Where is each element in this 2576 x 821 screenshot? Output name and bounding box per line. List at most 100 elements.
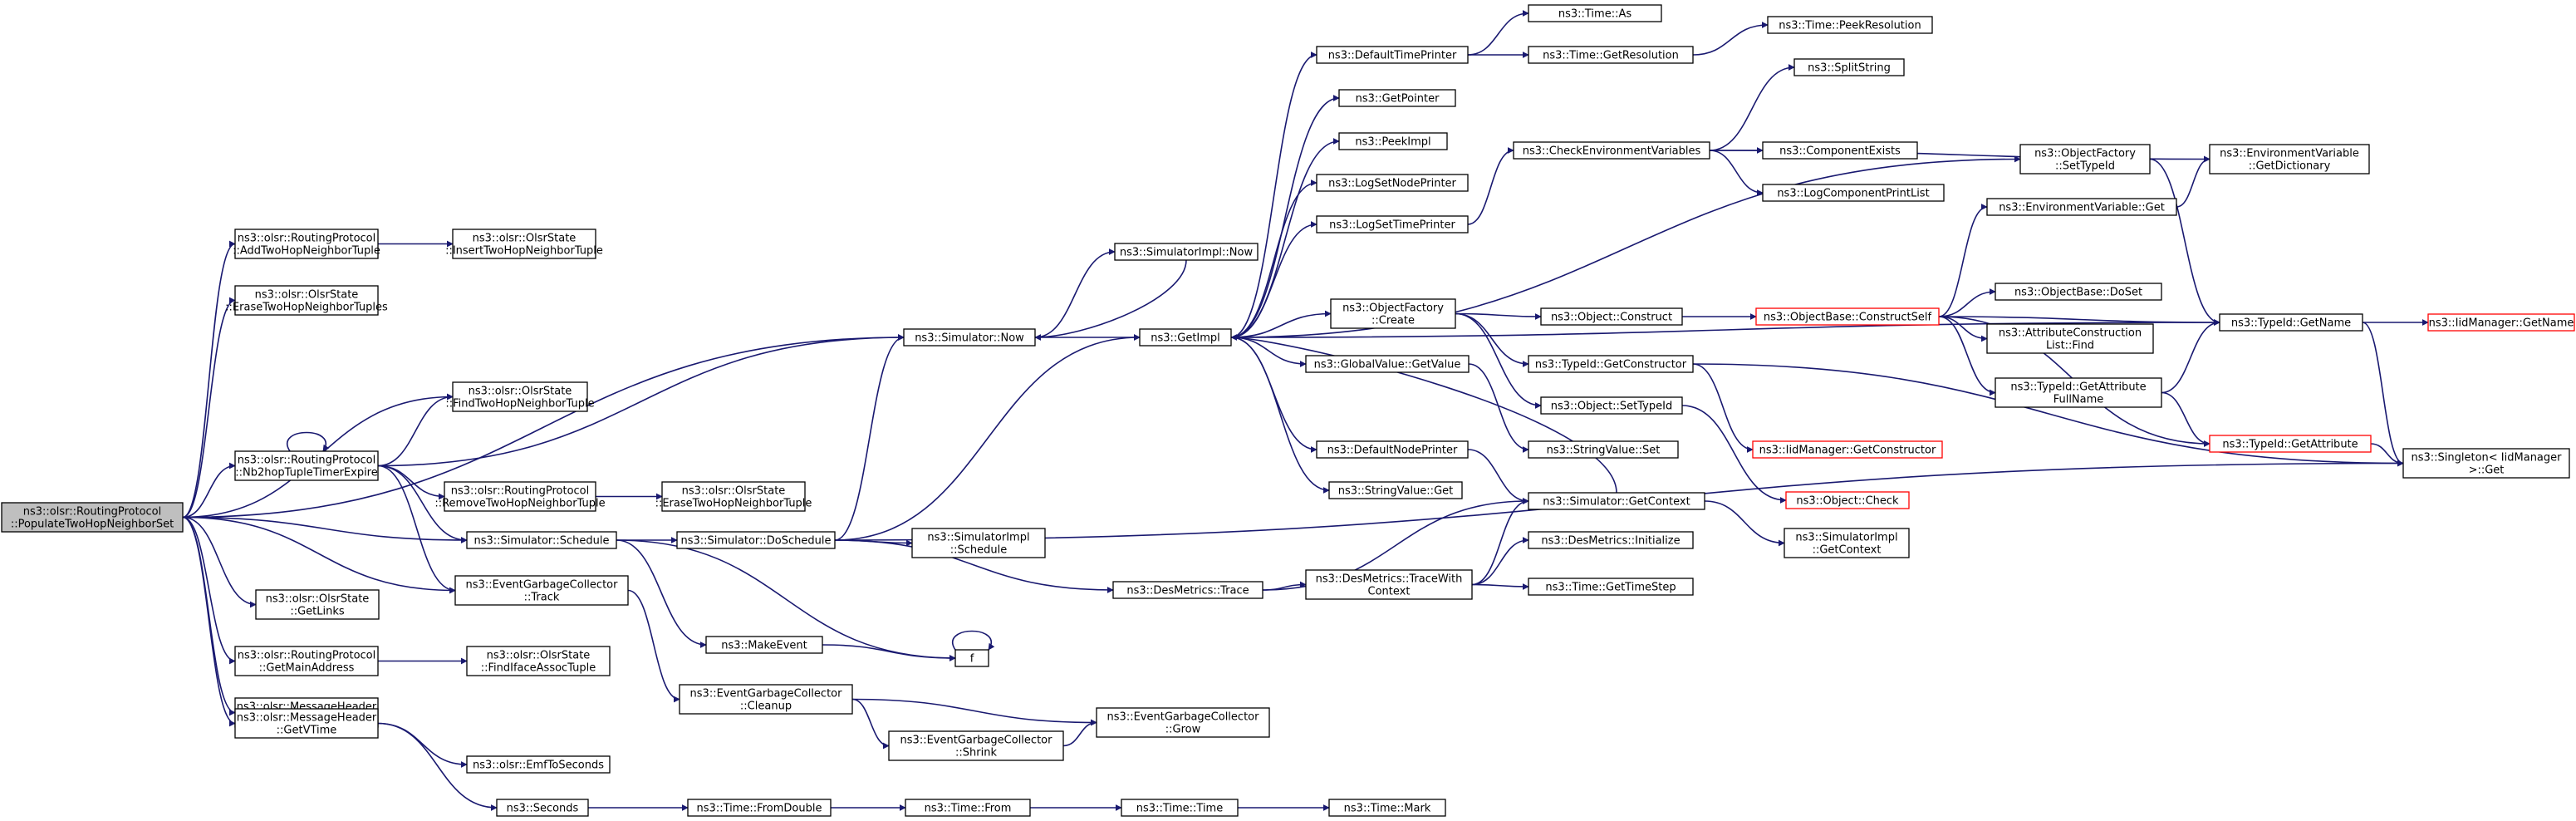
function-node[interactable]: ns3::SimulatorImpl::GetContext (1784, 528, 1910, 558)
function-node[interactable]: ns3::Object::Construct (1540, 307, 1683, 326)
function-node[interactable]: ns3::DesMetrics::Trace (1112, 581, 1263, 599)
function-node[interactable]: ns3::PeekImpl (1338, 132, 1448, 150)
function-node[interactable]: ns3::EventGarbageCollector::Track (454, 575, 629, 606)
node-label: ns3::LogSetTimePrinter (1329, 219, 1455, 232)
function-node[interactable]: ns3::olsr::OlsrState::GetLinks (255, 589, 380, 620)
node-box (255, 589, 380, 620)
function-node[interactable]: ns3::Time::FromDouble (687, 799, 832, 817)
function-node[interactable]: ns3::olsr::MessageHeader::GetVTime (234, 708, 379, 739)
call-edge (1709, 150, 1764, 196)
function-node[interactable]: ns3::Time::GetTimeStep (1528, 578, 1694, 596)
function-node[interactable]: ns3::TypeId::GetConstructor (1528, 355, 1694, 373)
function-node[interactable]: ns3::StringValue::Get (1328, 481, 1463, 499)
node-label: ::SetTypeId (2055, 160, 2115, 173)
node-label: ::Shrink (955, 747, 997, 760)
function-node[interactable]: ns3::IidManager::GetName (2427, 313, 2575, 332)
function-node[interactable]: ns3::EventGarbageCollector::Grow (1096, 707, 1270, 738)
call-edge (377, 722, 498, 811)
function-node[interactable]: ns3::EnvironmentVariable::GetDictionary (2209, 144, 2370, 175)
function-node[interactable]: ns3::GlobalValue::GetValue (1305, 355, 1470, 373)
function-node[interactable]: ns3::LogComponentPrintList (1762, 184, 1945, 202)
call-edge (1467, 147, 1514, 225)
call-edge (1034, 248, 1116, 338)
node-label: ns3::SimulatorImpl (927, 532, 1029, 544)
call-edge (182, 240, 236, 519)
function-node[interactable]: ns3::olsr::OlsrState::EraseTwoHopNeighbo… (225, 285, 388, 316)
function-node[interactable]: ns3::CheckEnvironmentVariables (1513, 141, 1710, 160)
function-node[interactable]: ns3::olsr::OlsrState::FindTwoHopNeighbor… (445, 381, 595, 412)
function-node[interactable]: ns3::DefaultNodePrinter (1316, 440, 1469, 459)
function-node[interactable]: ns3::olsr::RoutingProtocol::GetMainAddre… (234, 646, 379, 676)
function-node[interactable]: f (954, 649, 989, 667)
function-node[interactable]: ns3::Time::PeekResolution (1767, 16, 1933, 34)
function-node[interactable]: ns3::Singleton< IidManager >::Get (2402, 448, 2570, 479)
function-node[interactable]: ns3::Object::Check (1785, 491, 1910, 509)
node-box (1513, 141, 1710, 160)
function-node[interactable]: ns3::Simulator::GetContext (1528, 492, 1705, 510)
node-label: ns3::StringValue::Set (1547, 445, 1661, 457)
call-edge (1468, 363, 1529, 453)
function-node[interactable]: ns3::olsr::RoutingProtocol::Nb2hopTupleT… (234, 450, 379, 481)
call-edge (1467, 10, 1529, 56)
function-node[interactable]: ns3::olsr::RoutingProtocol::PopulateTwoH… (1, 502, 184, 533)
function-node[interactable]: ns3::Time::Mark (1328, 799, 1446, 817)
node-box (1528, 46, 1694, 64)
function-node[interactable]: ns3::Time::As (1528, 4, 1662, 22)
node-box (466, 755, 611, 774)
call-edge (1262, 581, 1307, 591)
function-node[interactable]: ns3::ObjectFactory::Create (1330, 298, 1456, 329)
function-node[interactable]: ns3::Object::SetTypeId (1540, 396, 1683, 415)
function-node[interactable]: ns3::DesMetrics::Initialize (1528, 531, 1694, 549)
function-node[interactable]: ns3::Simulator::Schedule (466, 531, 617, 549)
function-node[interactable]: ns3::ObjectBase::ConstructSelf (1755, 307, 1940, 326)
node-box (1767, 16, 1933, 34)
node-label: ns3::Time::GetTimeStep (1545, 582, 1676, 594)
function-node[interactable]: ns3::ComponentExists (1762, 141, 1918, 160)
function-node[interactable]: ns3::IidManager::GetConstructor (1752, 440, 1943, 459)
function-node[interactable]: ns3::olsr::RoutingProtocol::AddTwoHopNei… (233, 229, 380, 259)
function-node[interactable]: ns3::olsr::OlsrState::FindIfaceAssocTupl… (466, 646, 611, 676)
function-node[interactable]: ns3::SplitString (1793, 58, 1905, 76)
function-node[interactable]: ns3::Time::GetResolution (1528, 46, 1694, 64)
function-node[interactable]: ns3::Time::Time (1121, 799, 1239, 817)
function-node[interactable]: ns3::DefaultTimePrinter (1316, 46, 1469, 64)
node-label: ns3::olsr::RoutingProtocol (238, 233, 376, 245)
function-node[interactable]: ns3::EnvironmentVariable::Get (1986, 198, 2177, 216)
function-node[interactable]: ns3::ObjectBase::DoSet (1995, 283, 2162, 301)
function-node[interactable]: ns3::SimulatorImpl::Schedule (911, 528, 1046, 558)
function-node[interactable]: ns3::MakeEvent (705, 636, 823, 654)
function-node[interactable]: ns3::StringValue::Set (1528, 440, 1679, 459)
call-edge (1938, 316, 1996, 396)
function-node[interactable]: ns3::Seconds (496, 799, 589, 817)
function-node[interactable]: ns3::TypeId::GetAttribute (2209, 435, 2372, 453)
function-node[interactable]: ns3::olsr::EmfToSeconds (466, 755, 611, 774)
node-label: ns3::olsr::OlsrState (266, 593, 370, 606)
function-node[interactable]: ns3::TypeId::GetName (2219, 313, 2363, 332)
function-node[interactable]: ns3::LogSetNodePrinter (1316, 174, 1469, 192)
function-node[interactable]: ns3::GetPointer (1338, 89, 1456, 107)
node-box (1121, 799, 1239, 817)
node-box (1540, 396, 1683, 415)
function-node[interactable]: ns3::Time::From (905, 799, 1031, 817)
function-node[interactable]: ns3::EventGarbageCollector::Shrink (888, 730, 1064, 761)
function-node[interactable]: ns3::EventGarbageCollector::Cleanup (679, 684, 853, 715)
function-node[interactable]: ns3::LogSetTimePrinter (1316, 215, 1469, 234)
function-node[interactable]: ns3::olsr::RoutingProtocol::RemoveTwoHop… (434, 481, 606, 512)
function-node[interactable]: ns3::olsr::OlsrState::InsertTwoHopNeighb… (445, 229, 603, 259)
node-box (2427, 313, 2575, 332)
node-label: ns3::olsr::OlsrState (255, 289, 359, 302)
node-box (1528, 440, 1679, 459)
node-label: FullName (2053, 394, 2104, 406)
function-node[interactable]: ns3::GetImpl (1139, 328, 1232, 347)
function-node[interactable]: ns3::olsr::OlsrState::EraseTwoHopNeighbo… (655, 481, 812, 512)
function-node[interactable]: ns3::ObjectFactory::SetTypeId (2019, 144, 2151, 175)
node-label: ::EraseTwoHopNeighborTuple (655, 498, 812, 510)
function-node[interactable]: ns3::Simulator::Now (903, 328, 1036, 347)
function-node[interactable]: ns3::Simulator::DoSchedule (676, 531, 836, 549)
function-node[interactable]: ns3::SimulatorImpl::Now (1114, 243, 1259, 261)
node-label: ::GetMainAddress (259, 662, 355, 675)
node-label: ns3::AttributeConstruction (1999, 327, 2142, 340)
